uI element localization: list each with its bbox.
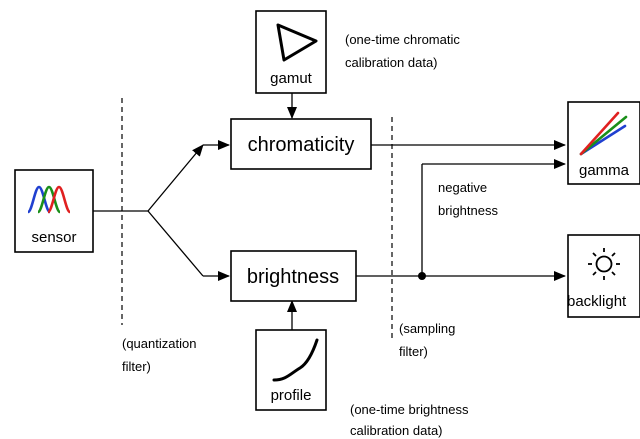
brightness-calibration-note: (one-time brightness calibration data) xyxy=(350,402,469,438)
rgb-gamma-lines-icon xyxy=(579,111,628,156)
sampling-line1: (sampling xyxy=(399,321,455,336)
sensor-node: sensor xyxy=(14,169,94,253)
quantization-filter-note: (quantization filter) xyxy=(122,336,196,374)
chromaticity-label: chromaticity xyxy=(248,134,355,156)
sun-icon xyxy=(588,248,620,280)
gamma-line-green xyxy=(579,115,628,156)
profile-node: profile xyxy=(255,329,327,411)
triangle-gamut-icon xyxy=(276,23,318,62)
chromaticity-node: chromaticity xyxy=(230,118,372,170)
backlight-label: backlight xyxy=(567,293,627,310)
quantization-line2: filter) xyxy=(122,359,151,374)
negative-brightness-note: negative brightness xyxy=(438,180,498,218)
curve-profile-icon xyxy=(272,338,319,382)
backlight-node: backlight xyxy=(567,234,640,318)
negative-line1: negative xyxy=(438,180,487,195)
junction-dot xyxy=(418,272,426,280)
chromatic-cal-line2: calibration data) xyxy=(345,55,438,70)
sensor-label: sensor xyxy=(31,229,76,246)
quantization-line1: (quantization xyxy=(122,336,196,351)
connectors xyxy=(93,93,566,330)
spectral-curves-icon xyxy=(27,185,71,214)
chromatic-calibration-note: (one-time chromatic calibration data) xyxy=(345,32,460,70)
brightness-cal-line2: calibration data) xyxy=(350,423,443,438)
gamma-line-red xyxy=(579,111,620,156)
chromatic-cal-line1: (one-time chromatic xyxy=(345,32,460,47)
brightness-label: brightness xyxy=(247,266,339,288)
brightness-cal-line1: (one-time brightness xyxy=(350,402,469,417)
sampling-line2: filter) xyxy=(399,344,428,359)
gamut-node: gamut xyxy=(255,10,327,94)
curve-green xyxy=(37,185,61,214)
negative-line2: brightness xyxy=(438,203,498,218)
gamma-label: gamma xyxy=(579,162,630,179)
brightness-node: brightness xyxy=(230,250,357,302)
sampling-filter-note: (sampling filter) xyxy=(399,321,455,359)
gamma-node: gamma xyxy=(567,101,640,185)
curve-blue xyxy=(27,185,51,214)
edge-split-chromaticity xyxy=(147,144,204,212)
edge-split-brightness xyxy=(147,210,204,277)
curve-red xyxy=(47,185,71,214)
gamut-label: gamut xyxy=(270,70,313,87)
profile-label: profile xyxy=(271,387,312,404)
